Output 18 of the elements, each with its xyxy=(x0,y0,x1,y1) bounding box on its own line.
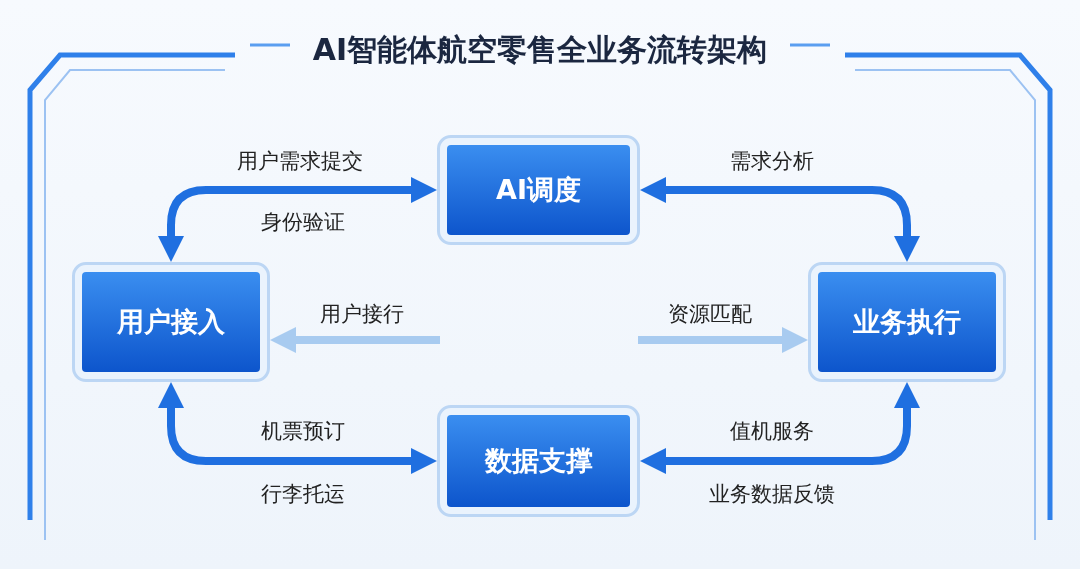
text-label: 业务数据反馈 xyxy=(709,481,835,508)
text-label: 行李托运 xyxy=(261,481,345,508)
process-box: 业务执行 xyxy=(808,262,1006,382)
text-label: 身份验证 xyxy=(261,209,345,236)
edge-label: 需求分析 xyxy=(730,148,814,175)
arrow xyxy=(158,177,437,262)
arrow xyxy=(158,382,437,474)
edge-label: 资源匹配 xyxy=(668,301,752,328)
edge-label: 值机服务 xyxy=(730,418,814,445)
title: AI智能体航空零售全业务流转架构 xyxy=(312,31,768,69)
edge-label: 用户需求提交 xyxy=(237,148,363,175)
process-box: 用户接入 xyxy=(72,262,270,382)
arrow xyxy=(640,177,920,262)
arrow xyxy=(640,382,920,474)
process-box: AI调度 xyxy=(437,135,640,245)
process-box: 数据支撑 xyxy=(437,405,640,517)
edge-label: 用户接行 xyxy=(320,301,404,328)
edge-label: 机票预订 xyxy=(261,418,345,445)
